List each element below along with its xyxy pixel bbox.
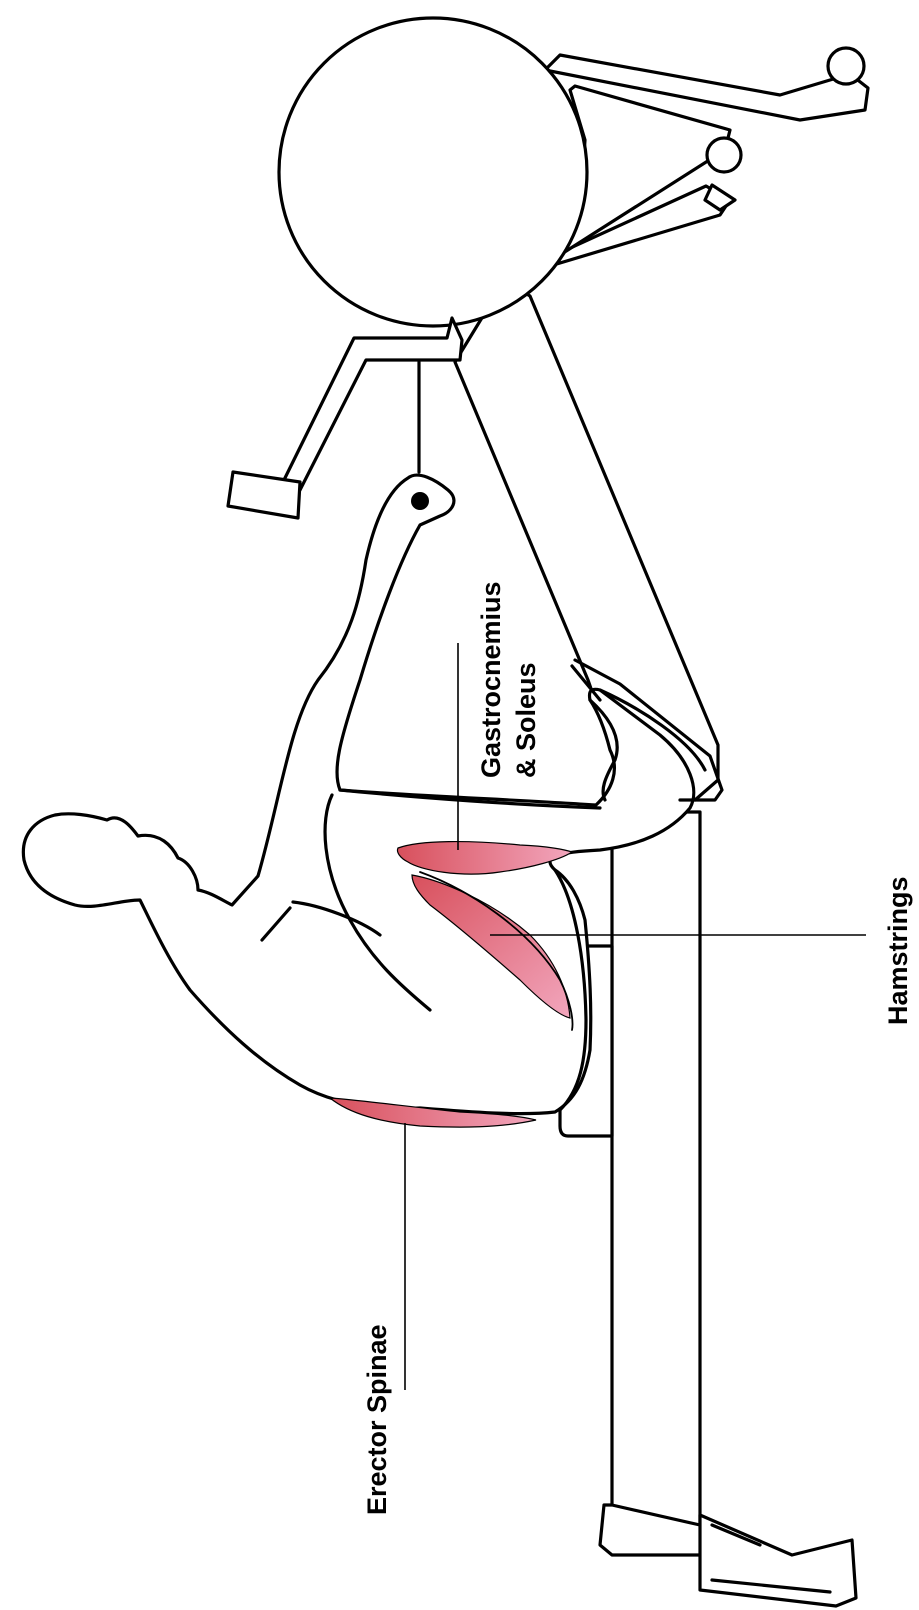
footrest xyxy=(700,1515,856,1606)
label-erector-spinae: Erector Spinae xyxy=(362,1324,392,1515)
handle-grip-icon xyxy=(411,492,429,510)
label-hamstrings: Hamstrings xyxy=(883,876,913,1025)
label-gastrocnemius-line1: Gastrocnemius xyxy=(476,581,506,778)
label-gastrocnemius-line2: & Soleus xyxy=(511,662,541,778)
flywheel xyxy=(279,18,587,326)
rowing-machine-rail xyxy=(600,812,705,1555)
